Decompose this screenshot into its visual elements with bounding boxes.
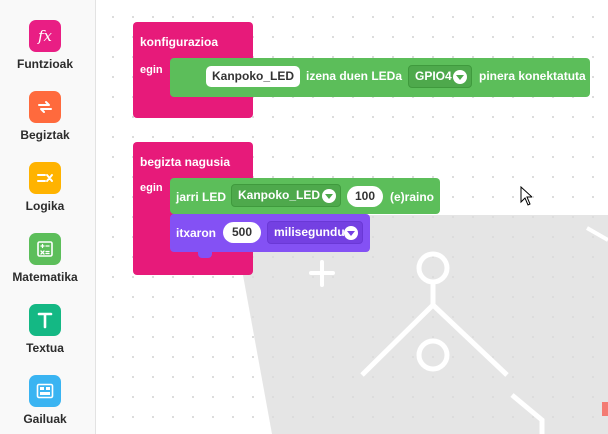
led-name-field[interactable]: Kanpoko_LED — [206, 66, 301, 87]
set-led-text: jarri LED — [176, 190, 227, 204]
pin-dropdown-value: GPIO4 — [415, 69, 452, 83]
category-text[interactable]: Textua — [0, 304, 96, 370]
time-unit-dropdown[interactable]: milisegundu — [267, 221, 363, 244]
category-label: Gailuak — [23, 412, 67, 426]
loop-icon — [29, 91, 61, 123]
category-logic[interactable]: Logika — [0, 162, 96, 228]
logic-icon — [29, 162, 61, 194]
declare-led-text: izena duen LEDa — [306, 69, 403, 83]
category-loops[interactable]: Begiztak — [0, 91, 96, 157]
led-select-value: Kanpoko_LED — [238, 188, 321, 202]
main-loop-title: begizta nagusia — [140, 155, 231, 169]
wait-block[interactable]: itxaron 500 milisegundu — [170, 214, 370, 252]
calculator-icon — [29, 233, 61, 265]
category-label: Textua — [26, 341, 64, 355]
block-connector — [198, 252, 212, 258]
chevron-down-icon — [344, 226, 358, 240]
category-label: Matematika — [12, 270, 78, 284]
blocks-workspace[interactable]: konfigurazioa egin Kanpoko_LED izena due… — [97, 0, 608, 434]
time-unit-value: milisegundu — [274, 225, 345, 239]
category-label: Funtzioak — [17, 57, 73, 71]
category-label: Begiztak — [20, 128, 70, 142]
declare-led-block[interactable]: Kanpoko_LED izena duen LEDa GPIO4 pinera… — [170, 58, 590, 97]
category-math[interactable]: Matematika — [0, 233, 96, 299]
set-led-block[interactable]: jarri LED Kanpoko_LED 100 (e)raino — [170, 178, 440, 214]
led-level-input[interactable]: 100 — [347, 186, 383, 207]
category-devices[interactable]: Gailuak — [0, 375, 96, 434]
led-select-dropdown[interactable]: Kanpoko_LED — [231, 184, 341, 207]
board-watermark-icon — [232, 215, 608, 434]
mouse-cursor-icon — [520, 186, 532, 206]
wait-duration-input[interactable]: 500 — [223, 222, 261, 243]
connected-text: pinera konektatuta — [479, 69, 586, 83]
category-sidebar: fx Funtzioak Begiztak Logika Matematika … — [0, 0, 96, 434]
setup-block-do-label: egin — [140, 64, 163, 76]
device-icon — [29, 375, 61, 407]
svg-text:fx: fx — [37, 27, 53, 45]
main-loop-do-label: egin — [140, 182, 163, 194]
chevron-down-icon — [322, 189, 336, 203]
wait-text: itxaron — [176, 226, 217, 240]
up-to-text: (e)raino — [390, 190, 435, 204]
pin-dropdown[interactable]: GPIO4 — [408, 65, 472, 88]
chevron-down-icon — [453, 70, 467, 84]
category-label: Logika — [25, 199, 65, 213]
setup-block-title: konfigurazioa — [140, 35, 219, 49]
function-icon: fx — [29, 20, 61, 52]
text-icon — [29, 304, 61, 336]
category-functions[interactable]: fx Funtzioak — [0, 20, 96, 86]
